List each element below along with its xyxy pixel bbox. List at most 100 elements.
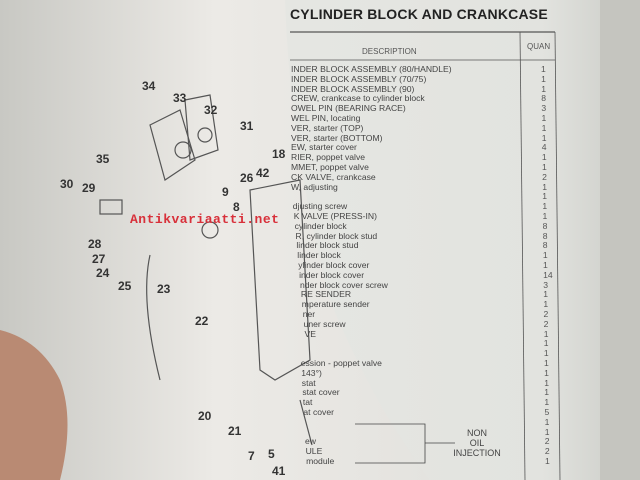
diagram-callout-number: 41 [272, 464, 286, 478]
table-row-description: djusting screw [292, 201, 348, 212]
table-row-quantity: 1 [543, 289, 549, 300]
table-row-quantity: 2 [544, 446, 550, 457]
table-row-quantity: 1 [543, 299, 549, 310]
table-row-description: ylinder block cover [298, 260, 370, 270]
table-row-quantity: 5 [544, 407, 550, 417]
table-row-description: ession - poppet valve [300, 358, 382, 368]
table-row-description: RIER, poppet valve [291, 152, 366, 163]
table-row-quantity: 1 [542, 201, 548, 212]
diagram-callout-number: 20 [198, 409, 212, 423]
table-row-quantity: 1 [545, 456, 550, 466]
column-header-quantity: QUAN [527, 42, 551, 51]
diagram-callout-number: 24 [96, 266, 110, 280]
table-row-description: WEL PIN, locating [291, 113, 361, 123]
diagram-callout-number: 8 [233, 200, 240, 214]
bracket-note-line1: NON [467, 428, 487, 438]
table-row-description: INDER BLOCK ASSEMBLY (90) [291, 83, 415, 94]
bracket-note-line2: OIL [469, 438, 485, 448]
table-row-description: OWEL PIN (BEARING RACE) [291, 103, 406, 114]
column-header-description: DESCRIPTION [362, 47, 417, 56]
diagram-callout-number: 31 [240, 119, 254, 133]
table-row-quantity: 14 [543, 269, 553, 280]
table-row-quantity: 1 [542, 211, 548, 221]
table-row-description: VER, starter (BOTTOM) [291, 132, 383, 143]
table-row-quantity: 1 [544, 397, 550, 408]
table-row-quantity: 2 [544, 436, 550, 447]
diagram-callout-number: 5 [268, 447, 275, 461]
diagram-callout-number: 21 [228, 424, 242, 438]
diagram-callout-number: 18 [272, 147, 286, 161]
table-row-quantity: 1 [543, 328, 549, 339]
diagram-callout-number: 33 [173, 91, 187, 105]
table-row-description: EW, starter cover [291, 142, 357, 153]
diagram-callout-number: 27 [92, 252, 106, 266]
table-row-description: ew [305, 436, 317, 447]
table-row-quantity: 1 [542, 191, 548, 202]
table-row-description: linder block stud [296, 240, 359, 251]
diagram-callout-number: 26 [240, 171, 254, 185]
table-row-description: inder block cover [299, 269, 365, 280]
table-row-quantity: 1 [541, 122, 547, 133]
table-row-quantity: 2 [542, 171, 547, 182]
table-row-quantity: 1 [541, 83, 546, 94]
diagram-callout-number: 35 [96, 152, 110, 166]
table-row-description: uner screw [303, 318, 346, 329]
table-row-quantity: 8 [541, 93, 547, 104]
table-row-description: cylinder block [294, 220, 347, 231]
diagram-callout-number: 7 [248, 449, 255, 463]
diagram-callout-number: 30 [60, 177, 74, 191]
table-row-description: ner [302, 309, 316, 319]
table-row-quantity: 1 [542, 250, 548, 261]
table-row-quantity: 2 [543, 309, 549, 319]
diagram-callout-number: 29 [82, 181, 96, 195]
table-row-quantity: 1 [543, 338, 549, 349]
table-row-description: stat cover [302, 387, 340, 398]
table-row-description: MMET, poppet valve [291, 162, 369, 172]
table-row-description: INDER BLOCK ASSEMBLY (70/75) [291, 73, 427, 84]
table-row-quantity: 1 [541, 64, 546, 74]
diagram-callout-number: 22 [195, 314, 209, 328]
table-row-quantity: 1 [542, 162, 547, 172]
table-row-quantity: 4 [541, 142, 547, 153]
table-row-description: at cover [303, 407, 334, 417]
diagram-callout-number: 32 [204, 103, 218, 117]
table-row-description: R, cylinder block stud [295, 230, 378, 241]
table-row-quantity: 1 [544, 367, 549, 378]
diagram-callout-number: 23 [157, 282, 171, 296]
table-row-quantity: 3 [541, 103, 547, 114]
table-row-description: W, adjusting [291, 181, 338, 192]
table-row-description: module [306, 456, 335, 466]
table-row-description: ULE [305, 446, 323, 457]
table-row-description: CK VALVE, crankcase [291, 171, 376, 182]
diagram-callout-number: 42 [256, 166, 270, 180]
watermark: Antikvariaatti.net [130, 212, 280, 227]
table-row-quantity: 2 [543, 318, 549, 329]
table-row-description: tat [302, 397, 313, 408]
table-row-description: RE SENDER [300, 289, 352, 300]
bracket-note-line3: INJECTION [453, 448, 501, 458]
table-row-quantity: 1 [541, 132, 547, 143]
table-row-description: VE [304, 328, 316, 339]
table-row-quantity: 3 [543, 279, 548, 290]
table-row-quantity: 1 [544, 387, 550, 398]
table-row-description: mperature sender [301, 299, 370, 310]
table-row-description: linder block [297, 250, 341, 261]
page-title: CYLINDER BLOCK AND CRANKCASE [290, 6, 548, 22]
table-row-description: VER, starter (TOP) [291, 122, 364, 133]
table-row-description: stat [301, 377, 316, 388]
diagram-callout-number: 25 [118, 279, 132, 293]
table-row-quantity: 8 [542, 230, 548, 241]
table-row-description: nder block cover screw [300, 279, 388, 290]
table-row-quantity: 1 [543, 348, 549, 359]
table-row-quantity: 1 [544, 358, 549, 368]
table-row-quantity: 1 [541, 113, 547, 123]
table-row-quantity: 1 [541, 152, 547, 163]
table-row-quantity: 8 [542, 240, 548, 251]
table-row-description: 143°) [301, 367, 322, 378]
diagram-callout-number: 9 [222, 185, 229, 199]
diagram-callout-number: 34 [142, 79, 156, 93]
table-row-description: K VALVE (PRESS-IN) [293, 211, 377, 221]
table-row-quantity: 1 [544, 377, 549, 388]
table-row-quantity: 8 [542, 220, 548, 231]
table-row-quantity: 1 [544, 416, 550, 427]
